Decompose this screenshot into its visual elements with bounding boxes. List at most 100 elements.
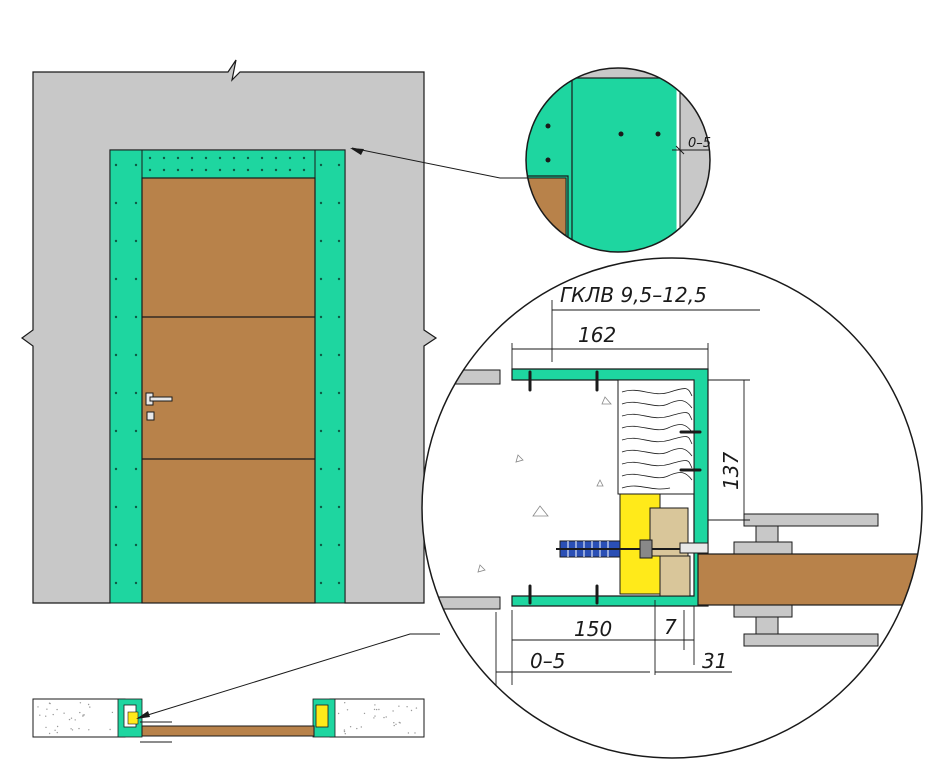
screw-dot bbox=[162, 168, 166, 172]
plan-speck bbox=[360, 726, 362, 728]
plan-speck bbox=[39, 714, 41, 716]
screw-dot bbox=[134, 277, 138, 281]
plan-speck bbox=[385, 716, 387, 718]
screw-dot bbox=[134, 201, 138, 205]
screw-dot bbox=[218, 168, 222, 172]
screw-dot bbox=[114, 277, 118, 281]
plan-speck bbox=[70, 717, 73, 719]
plan-speck bbox=[70, 728, 72, 730]
anchor-bolt-icon bbox=[556, 539, 680, 559]
plan-speck bbox=[337, 712, 340, 715]
screw-dot bbox=[337, 239, 341, 243]
screw-dot bbox=[134, 391, 138, 395]
wall-outline bbox=[20, 59, 438, 604]
screw-dot bbox=[319, 429, 323, 433]
screw-dot bbox=[134, 581, 138, 585]
screw-dot bbox=[134, 543, 138, 547]
screw-dot bbox=[337, 467, 341, 471]
screw-dot bbox=[319, 315, 323, 319]
screw-dot bbox=[319, 239, 323, 243]
label-dim-0-5: 0–5 bbox=[530, 649, 565, 673]
screw-dot bbox=[337, 353, 341, 357]
screw-dot bbox=[337, 391, 341, 395]
screw-dot bbox=[134, 315, 138, 319]
screw-dot bbox=[337, 505, 341, 509]
screw-dot bbox=[114, 505, 118, 509]
screw-dot bbox=[114, 543, 118, 547]
screw-dot bbox=[232, 168, 236, 172]
screw-dot bbox=[134, 239, 138, 243]
screw-dot bbox=[204, 168, 208, 172]
plan-door-leaf bbox=[141, 725, 315, 737]
plan-speck bbox=[414, 732, 416, 734]
plan-wall-right bbox=[329, 698, 425, 738]
plan-speck bbox=[344, 733, 346, 735]
jamb-detail-circle: ГКЛВ 9,5–12,5 162 137 150 0–5 7 31 bbox=[421, 257, 923, 759]
door-leaf-section bbox=[697, 553, 922, 606]
screw-dot bbox=[114, 163, 118, 167]
screw-dot bbox=[274, 156, 278, 160]
screw-dot bbox=[337, 581, 341, 585]
hinge-icon bbox=[679, 513, 879, 647]
screw-dot bbox=[114, 391, 118, 395]
screw-dot bbox=[337, 163, 341, 167]
screw-dot bbox=[162, 156, 166, 160]
plan-speck bbox=[48, 732, 51, 735]
screw-dot bbox=[246, 156, 250, 160]
screw-dot bbox=[176, 156, 180, 160]
screw-dot bbox=[114, 581, 118, 585]
plan-speck bbox=[63, 712, 65, 714]
plan-speck bbox=[356, 727, 358, 730]
screw-dot bbox=[232, 156, 236, 160]
screw-dot bbox=[337, 201, 341, 205]
screw-dot bbox=[319, 277, 323, 281]
plan-speck bbox=[87, 703, 90, 706]
plan-speck bbox=[79, 702, 82, 704]
plan-speck bbox=[392, 710, 394, 712]
plan-speck bbox=[346, 709, 349, 711]
plan-speck bbox=[375, 708, 378, 711]
screw-dot bbox=[114, 429, 118, 433]
screw-dot bbox=[337, 315, 341, 319]
plan-speck bbox=[56, 708, 58, 711]
plan-speck bbox=[109, 728, 111, 731]
screw-dot bbox=[260, 168, 264, 172]
screw-dot bbox=[288, 156, 292, 160]
screw-dot bbox=[319, 581, 323, 585]
plan-speck bbox=[395, 723, 397, 725]
screw-dot bbox=[134, 505, 138, 509]
screw-dot bbox=[337, 277, 341, 281]
wall-concrete-section bbox=[422, 385, 512, 597]
drywall-screws bbox=[528, 370, 702, 605]
screw-dot bbox=[218, 156, 222, 160]
plan-speck bbox=[56, 725, 59, 728]
front-elevation bbox=[20, 59, 528, 604]
screw-dot bbox=[114, 315, 118, 319]
plan-speck bbox=[48, 702, 51, 704]
screw-dot bbox=[337, 429, 341, 433]
label-detail-gap: 0–5 bbox=[688, 136, 711, 151]
plan-speck bbox=[83, 714, 85, 716]
screw-dot bbox=[114, 467, 118, 471]
plan-speck bbox=[406, 706, 408, 708]
leader-arrow-top bbox=[351, 147, 528, 179]
plan-speck bbox=[349, 726, 352, 728]
screw-dot bbox=[246, 168, 250, 172]
drywall-head bbox=[141, 149, 316, 179]
screw-dot bbox=[114, 239, 118, 243]
screw-dot bbox=[134, 163, 138, 167]
plan-speck bbox=[45, 726, 47, 729]
drywall-jamb-section bbox=[511, 368, 709, 607]
plan-speck bbox=[45, 715, 47, 717]
plan-speck bbox=[54, 729, 56, 731]
screw-dot bbox=[319, 353, 323, 357]
screw-dot bbox=[114, 353, 118, 357]
plan-speck bbox=[383, 716, 385, 719]
wood-frame-section bbox=[617, 379, 695, 495]
screw-dot bbox=[148, 156, 152, 160]
plan-speck bbox=[363, 712, 366, 715]
plan-speck bbox=[373, 708, 376, 711]
plan-speck bbox=[71, 729, 74, 731]
plan-speck bbox=[407, 732, 410, 734]
